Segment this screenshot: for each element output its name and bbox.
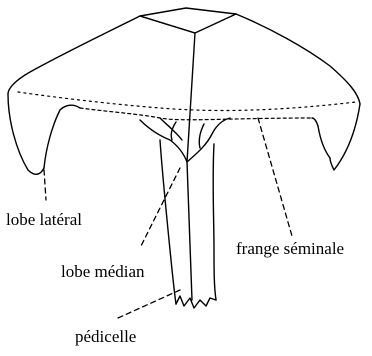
leader-frange	[258, 118, 292, 236]
pedicel	[160, 140, 216, 308]
label-lobe-median: lobe médian	[61, 263, 145, 280]
median-lobe	[140, 118, 230, 162]
label-frange-seminale: frange séminale	[236, 240, 344, 257]
label-lobe-lateral: lobe latéral	[6, 211, 82, 228]
cap-outline	[8, 14, 360, 174]
leader-pedicelle	[118, 290, 180, 318]
label-pedicelle: pédicelle	[75, 328, 136, 345]
top-facets	[140, 8, 236, 162]
leader-lobe-median	[140, 168, 180, 248]
leader-lobe-lateral	[44, 170, 46, 200]
